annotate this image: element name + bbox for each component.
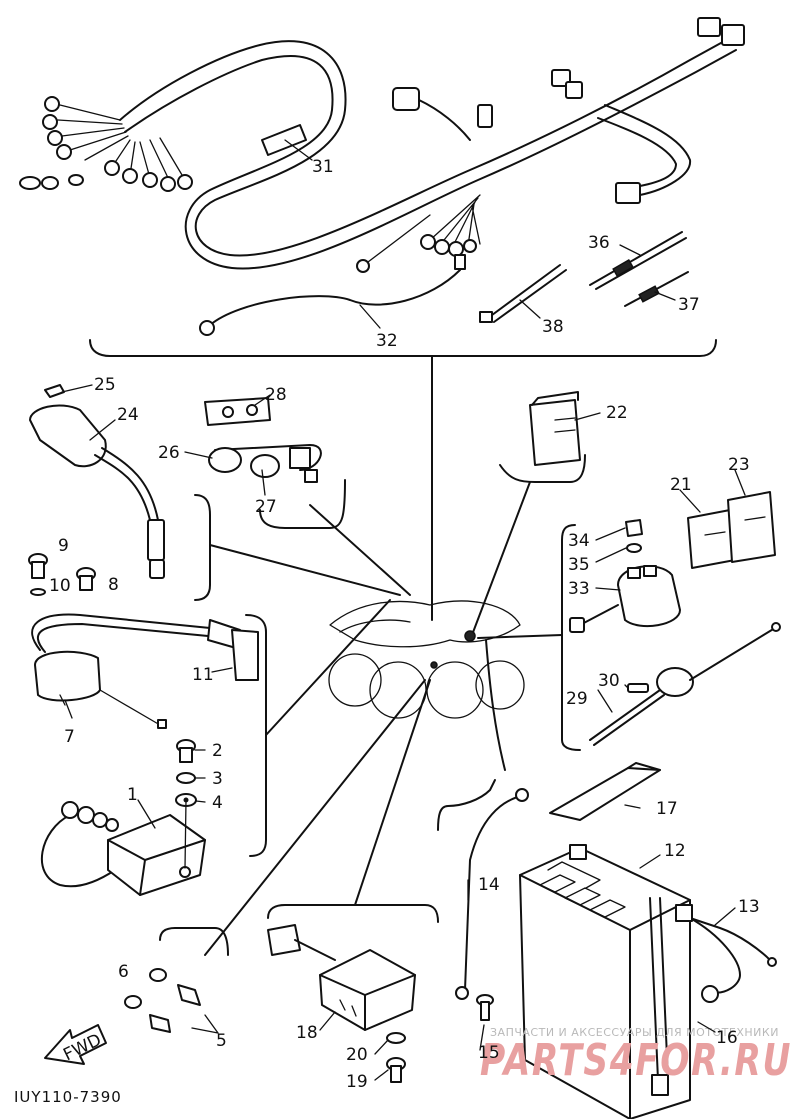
label-24: 24 — [117, 405, 139, 425]
label-10: 10 — [49, 576, 71, 596]
label-12: 12 — [664, 841, 686, 861]
label-21: 21 — [670, 475, 692, 495]
label-1: 1 — [127, 785, 138, 805]
parts-5-6-illustration — [124, 679, 426, 1034]
wire-harness-illustration — [19, 17, 745, 273]
parts-24-25-illustration — [29, 384, 165, 579]
watermark-caption: ЗАПЧАСТИ И АКСЕССУАРЫ ДЛЯ МОТОТЕХНИКИ — [490, 1026, 779, 1039]
bullet-connectors-left — [19, 96, 193, 192]
label-7: 7 — [64, 727, 75, 747]
label-5: 5 — [216, 1031, 227, 1051]
lead-wire-32-illustration — [199, 254, 466, 336]
watermark-logo: PARTS4FOR.RU — [480, 1035, 792, 1086]
label-3: 3 — [212, 769, 223, 789]
watermark: ЗАПЧАСТИ И АКСЕССУАРЫ ДЛЯ МОТОТЕХНИКИ PA… — [480, 1026, 792, 1086]
part-12-battery-illustration — [519, 844, 777, 1119]
scooter-silhouette — [328, 600, 525, 719]
label-8: 8 — [108, 575, 119, 595]
label-35: 35 — [568, 555, 590, 575]
part-number-labels: 1 2 3 4 5 6 7 8 9 10 11 12 13 14 15 16 1… — [49, 157, 760, 1092]
label-22: 22 — [606, 403, 628, 423]
label-14: 14 — [478, 875, 500, 895]
part-1-illustration — [41, 801, 206, 896]
label-36: 36 — [588, 233, 610, 253]
parts-2-4-illustration — [175, 739, 197, 807]
label-33: 33 — [568, 579, 590, 599]
small-parts-36-38 — [479, 231, 689, 323]
label-19: 19 — [346, 1072, 368, 1092]
parts-7-11-illustration — [31, 613, 259, 729]
label-11: 11 — [192, 665, 214, 685]
label-26: 26 — [158, 443, 180, 463]
label-9: 9 — [58, 536, 69, 556]
bolts-8-9-10-illustration — [28, 553, 96, 596]
label-16: 16 — [716, 1028, 738, 1048]
leader-lines — [61, 139, 746, 1081]
parts-26-27-28-illustration — [204, 397, 322, 483]
part-22-illustration — [529, 391, 581, 466]
label-4: 4 — [212, 793, 223, 813]
harness-bracket — [89, 339, 717, 357]
label-27: 27 — [255, 497, 277, 517]
parts-18-20-illustration — [267, 679, 439, 1083]
label-31: 31 — [312, 157, 334, 177]
part-17-illustration — [549, 762, 661, 821]
label-37: 37 — [678, 295, 700, 315]
label-25: 25 — [94, 375, 116, 395]
parts-14-15-illustration — [455, 788, 529, 1021]
label-20: 20 — [346, 1045, 368, 1065]
parts-21-23-illustration — [687, 491, 776, 569]
fwd-arrow: FWD — [44, 1024, 107, 1065]
label-13: 13 — [738, 897, 760, 917]
label-2: 2 — [212, 741, 223, 761]
label-38: 38 — [542, 317, 564, 337]
label-6: 6 — [118, 962, 129, 982]
parts-33-35-illustration — [569, 519, 681, 633]
label-34: 34 — [568, 531, 590, 551]
label-15: 15 — [478, 1043, 500, 1063]
parts-29-30-illustration — [589, 622, 781, 746]
label-23: 23 — [728, 455, 750, 475]
label-32: 32 — [376, 331, 398, 351]
label-18: 18 — [296, 1023, 318, 1043]
label-28: 28 — [265, 385, 287, 405]
label-17: 17 — [656, 799, 678, 819]
label-30: 30 — [598, 671, 620, 691]
label-29: 29 — [566, 689, 588, 709]
drawing-code: IUY110-7390 — [14, 1088, 122, 1106]
